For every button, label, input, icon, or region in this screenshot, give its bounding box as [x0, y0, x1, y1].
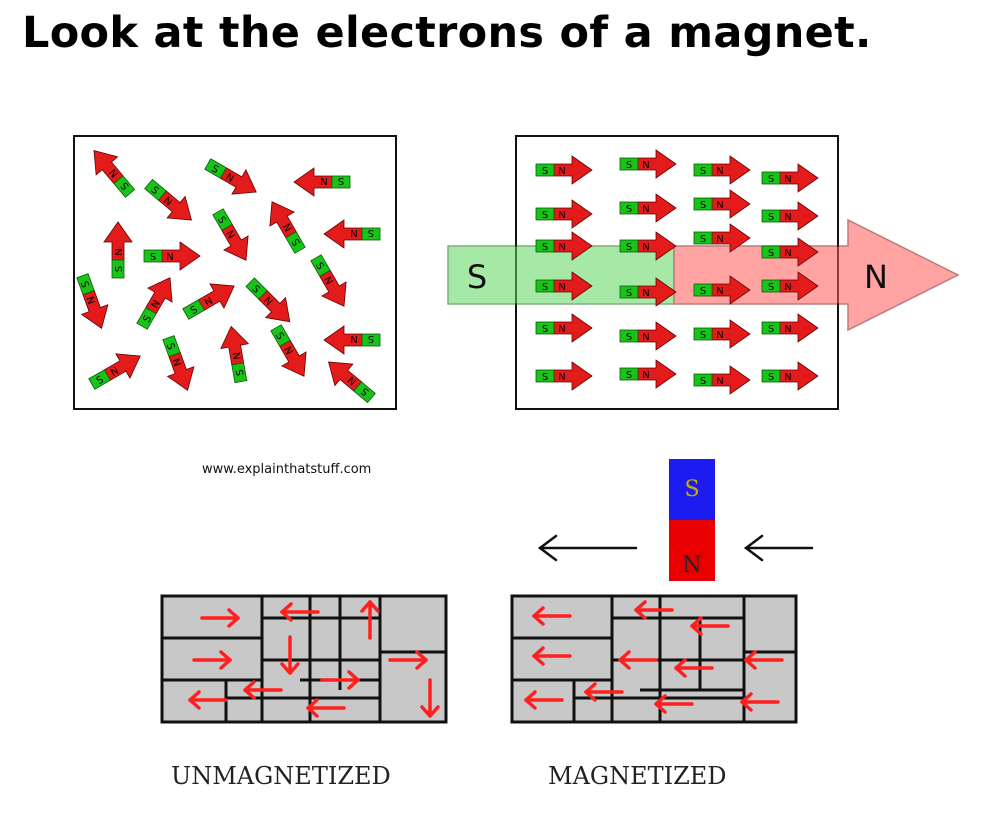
svg-text:N: N: [682, 553, 701, 578]
caption-unmagnetized: UNMAGNETIZED: [171, 762, 391, 790]
magnetized-dipole-panel: S N: [447, 135, 960, 410]
website-credit: www.explainthatstuff.com: [202, 462, 372, 477]
unmagnetized-dipole-panel: [68, 135, 397, 410]
unmagnetized-domain-block: [160, 594, 448, 724]
bar-magnet-north-pole: [669, 520, 715, 581]
svg-text:S: S: [684, 477, 699, 502]
field-north-label: N: [864, 258, 888, 296]
field-north-arrowhead: [673, 218, 960, 332]
caption-magnetized: MAGNETIZED: [548, 762, 727, 790]
field-direction-right-arrow: [743, 534, 814, 562]
domain-walls: [512, 596, 796, 722]
bar-magnet-south-pole: [669, 459, 715, 520]
field-south-label: S: [467, 258, 487, 296]
page-title: Look at the electrons of a magnet.: [22, 8, 872, 58]
bar-magnet: S N: [669, 459, 715, 581]
magnetized-domain-block: [510, 594, 798, 724]
field-direction-left-arrow: [537, 534, 638, 562]
